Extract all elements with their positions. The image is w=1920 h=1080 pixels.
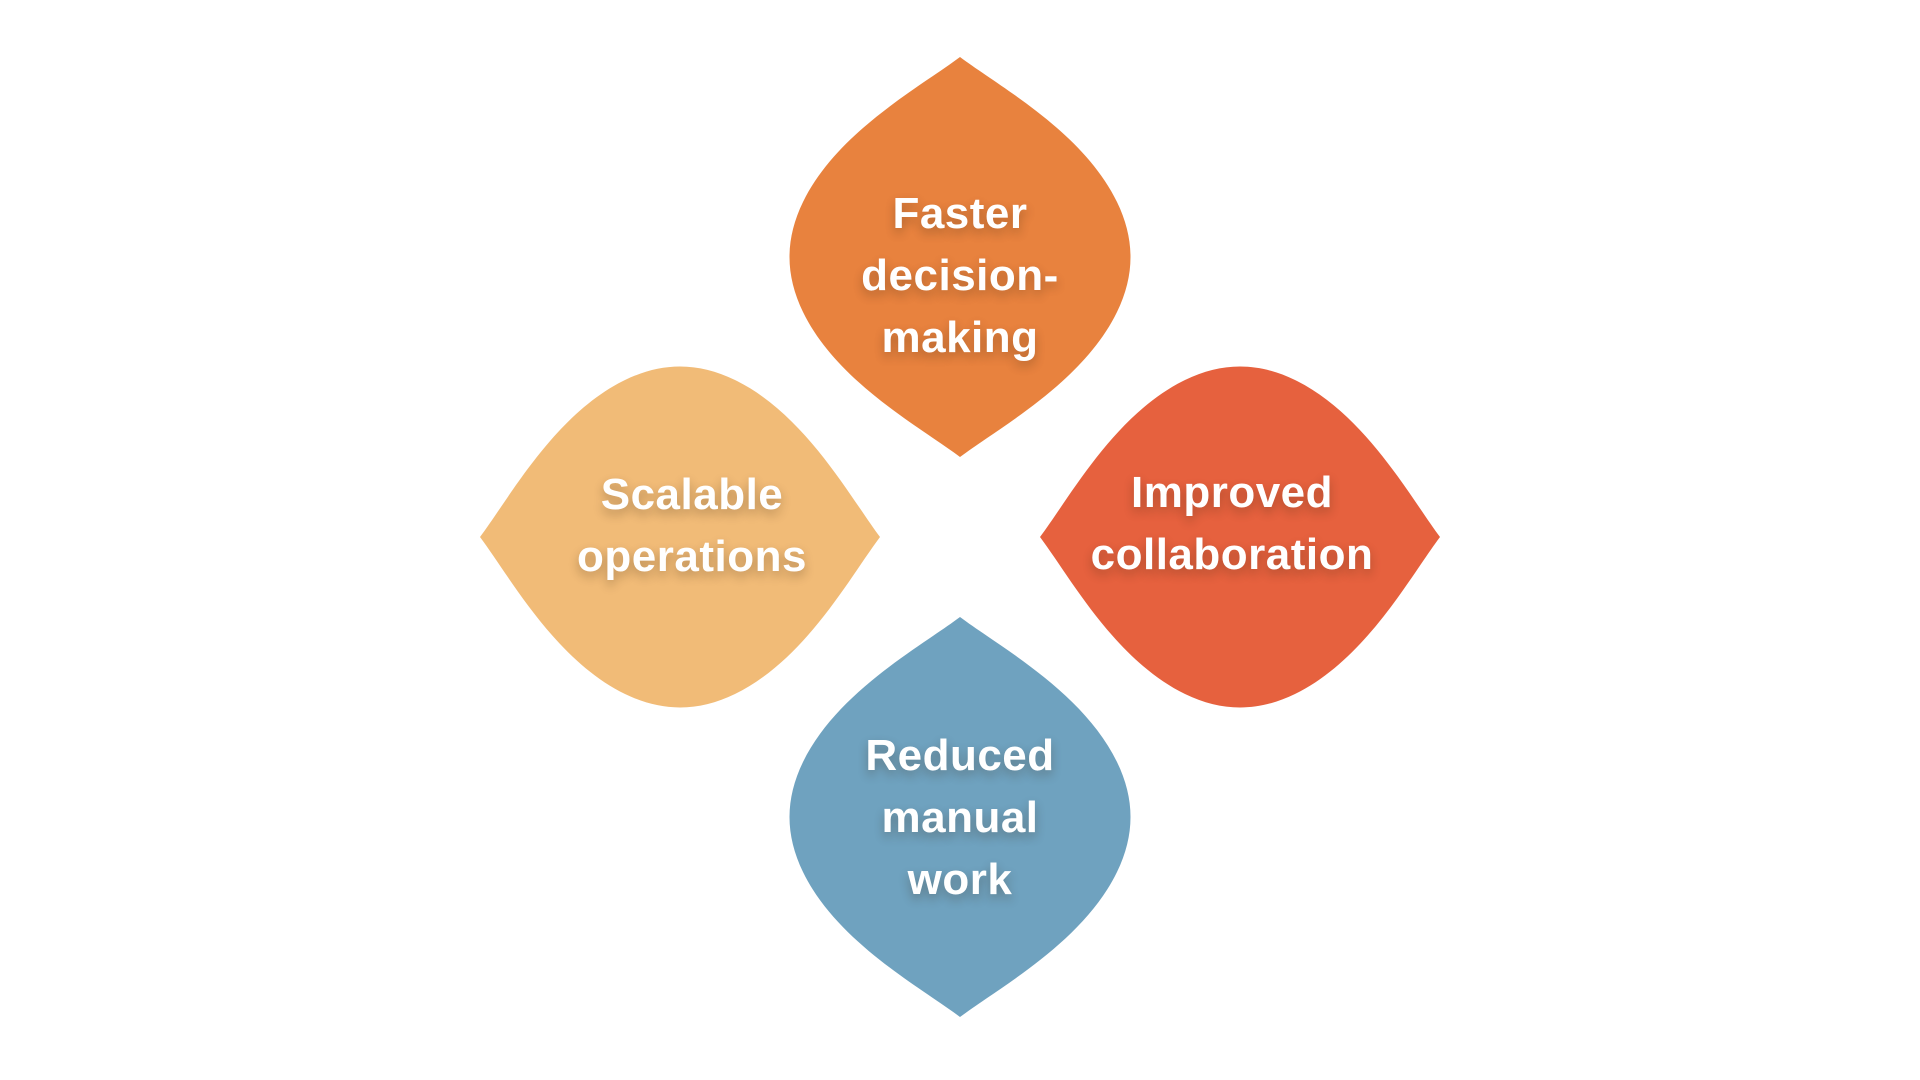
petal-label-line: decision- (861, 251, 1059, 300)
petal-leaf-right (1040, 366, 1440, 708)
petal-label-line: operations (577, 532, 807, 581)
petal-label-right: Improved collaboration (1032, 349, 1432, 699)
petal-label-line: Reduced (865, 731, 1055, 780)
petal-leaf-left (480, 366, 880, 708)
petal-leaf-bottom (789, 617, 1131, 1017)
petal-shape-right (1040, 366, 1440, 708)
petal-scalable-operations: Scalable operations (480, 362, 880, 712)
petal-faster-decision-making: Faster decision- making (785, 57, 1135, 457)
petal-label-line: work (907, 855, 1013, 904)
petal-shape-top (789, 57, 1131, 457)
petal-reduced-manual-work: Reduced manual work (785, 617, 1135, 1017)
petal-leaf-top (789, 57, 1131, 457)
petal-label-line: making (881, 313, 1039, 362)
petal-label-line: Faster (892, 189, 1028, 238)
petal-shape-bottom (789, 617, 1131, 1017)
petal-label-left: Scalable operations (492, 351, 892, 701)
petal-label-line: collaboration (1090, 530, 1374, 579)
petal-label-bottom: Reduced manual work (785, 618, 1135, 1018)
petal-shape-left (480, 366, 880, 708)
petal-label-line: Improved (1130, 468, 1334, 517)
petal-label-top: Faster decision- making (785, 76, 1135, 476)
petal-label-line: Scalable (600, 470, 784, 519)
petal-improved-collaboration: Improved collaboration (1040, 362, 1440, 712)
petal-label-line: manual (881, 793, 1039, 842)
